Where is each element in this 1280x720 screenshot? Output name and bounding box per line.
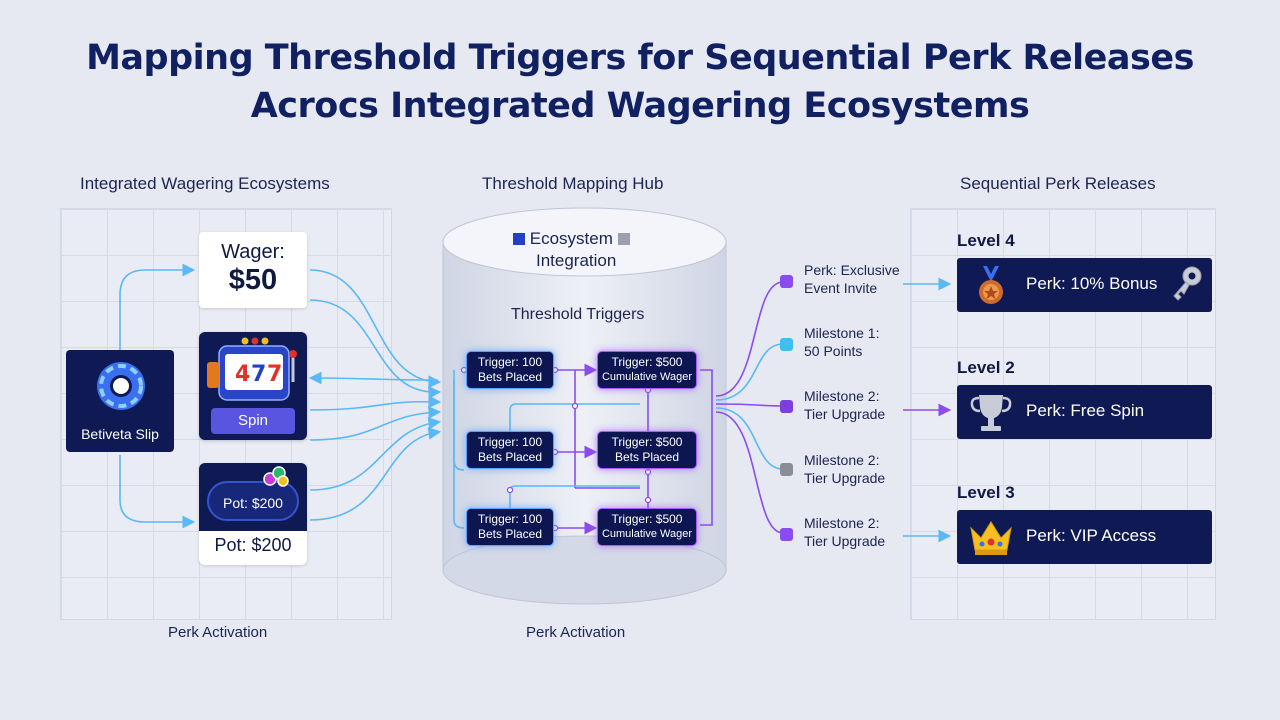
milestone-line-1: Milestone 2: [804,515,880,531]
bet-slip-label: Betiveta Slip [81,426,159,442]
key-icon [1173,266,1202,301]
ecosystem-legend-swatch-gray [617,233,630,245]
diagram-title: Mapping Threshold Triggers for Sequentia… [0,34,1280,130]
ecosystem-line-1: Ecosystem [529,229,613,248]
trigger-node[interactable]: Trigger: 100 Bets Placed [466,431,554,469]
milestone-item[interactable]: Milestone 1: 50 Points [804,324,879,360]
slot-machine-card[interactable]: 4 7 7 Spin [199,332,307,440]
trigger-line-1: Trigger: 100 [477,355,543,369]
left-footer-label: Perk Activation [168,624,268,641]
trigger-line-1: Trigger: $500 [611,355,683,369]
chips-icon [263,466,289,487]
hub-internal-connectors [453,363,713,535]
milestone-line-1: Milestone 2: [804,388,880,404]
trigger-node[interactable]: Trigger: 100 Bets Placed [466,351,554,389]
milestone-item[interactable]: Milestone 2: Tier Upgrade [804,451,885,487]
level-heading: Level 4 [957,231,1015,250]
trigger-line-2: Cumulative Wager [601,528,693,540]
perk-label: Perk: Free Spin [1026,401,1145,420]
trophy-icon [970,395,1012,431]
pot-label: Pot: $200 [214,535,292,555]
milestone-marker [780,463,793,476]
milestone-marker [780,338,793,351]
right-column-heading: Sequential Perk Releases [960,174,1156,193]
poker-table: Pot: $200 [199,463,307,531]
milestone-item[interactable]: Perk: Exclusive Event Invite [804,261,900,297]
milestone-marker [780,528,793,541]
center-column-heading: Threshold Mapping Hub [482,174,664,193]
trigger-line-2: Cumulative Wager [601,371,693,383]
svg-text:7: 7 [267,362,282,387]
trigger-line-2: Bets Placed [477,450,543,464]
ecosystem-line-2: Integration [536,251,617,270]
milestone-line-2: Tier Upgrade [804,406,886,422]
trigger-node[interactable]: Trigger: $500 Cumulative Wager [597,351,697,389]
milestone-line-1: Milestone 2: [804,452,880,468]
milestone-line-1: Milestone 1: [804,325,880,341]
milestone-to-perk-arrows [903,277,952,543]
wager-label: Wager: [221,241,285,263]
ecosystem-integration-label: Ecosystem Integration [513,228,630,272]
perk-label: Perk: VIP Access [1026,526,1157,545]
trigger-line-1: Trigger: $500 [611,435,683,449]
perk-card[interactable]: Perk: 10% Bonus [957,258,1212,312]
trigger-node[interactable]: Trigger: $500 Cumulative Wager [597,508,697,546]
medal-icon [979,266,1003,304]
left-connectors [119,263,442,529]
wager-value: $50 [228,264,278,296]
bet-slip-card[interactable]: Betiveta Slip [66,350,174,452]
title-line-1: Mapping Threshold Triggers for Sequentia… [86,38,1194,78]
trigger-line-1: Trigger: 100 [477,512,543,526]
slot-machine-icon: 4 7 7 [207,337,297,401]
milestone-line-2: Event Invite [804,280,878,296]
pot-card[interactable]: Pot: $200 Pot: $200 [199,463,307,565]
milestone-line-2: 50 Points [804,343,863,359]
spin-button[interactable]: Spin [211,408,295,434]
trigger-line-1: Trigger: 100 [477,435,543,449]
milestone-line-2: Tier Upgrade [804,533,886,549]
trigger-node[interactable]: Trigger: 100 Bets Placed [466,508,554,546]
milestone-marker [780,275,793,288]
left-column-heading: Integrated Wagering Ecosystems [80,174,330,193]
pot-inner-label: Pot: $200 [207,481,299,521]
milestone-line-2: Tier Upgrade [804,470,886,486]
perk-card[interactable]: Perk: Free Spin [957,385,1212,439]
wager-card[interactable]: Wager: $50 [199,232,307,308]
poker-chip-icon [97,362,145,410]
trigger-line-2: Bets Placed [477,370,543,384]
trigger-line-1: Trigger: $500 [611,512,683,526]
level-heading: Level 2 [957,358,1015,377]
threshold-triggers-label: Threshold Triggers [511,306,645,323]
trigger-line-2: Bets Placed [614,450,680,464]
milestone-marker [780,400,793,413]
trigger-node[interactable]: Trigger: $500 Bets Placed [597,431,697,469]
perk-label: Perk: 10% Bonus [1026,274,1158,293]
hub-footer-label: Perk Activation [526,624,626,641]
ecosystem-legend-swatch-blue [513,233,525,245]
milestone-item[interactable]: Milestone 2: Tier Upgrade [804,514,885,550]
level-heading: Level 3 [957,483,1015,502]
milestone-line-1: Perk: Exclusive [804,262,900,278]
svg-text:7: 7 [251,362,266,387]
perk-card[interactable]: Perk: VIP Access [957,510,1212,564]
right-connectors [715,281,784,534]
milestone-item[interactable]: Milestone 2: Tier Upgrade [804,387,885,423]
svg-text:4: 4 [235,362,250,387]
trigger-line-2: Bets Placed [477,527,543,541]
crown-icon [970,521,1012,555]
title-line-2: Acrocs Integrated Wagering Ecosystems [250,86,1030,126]
